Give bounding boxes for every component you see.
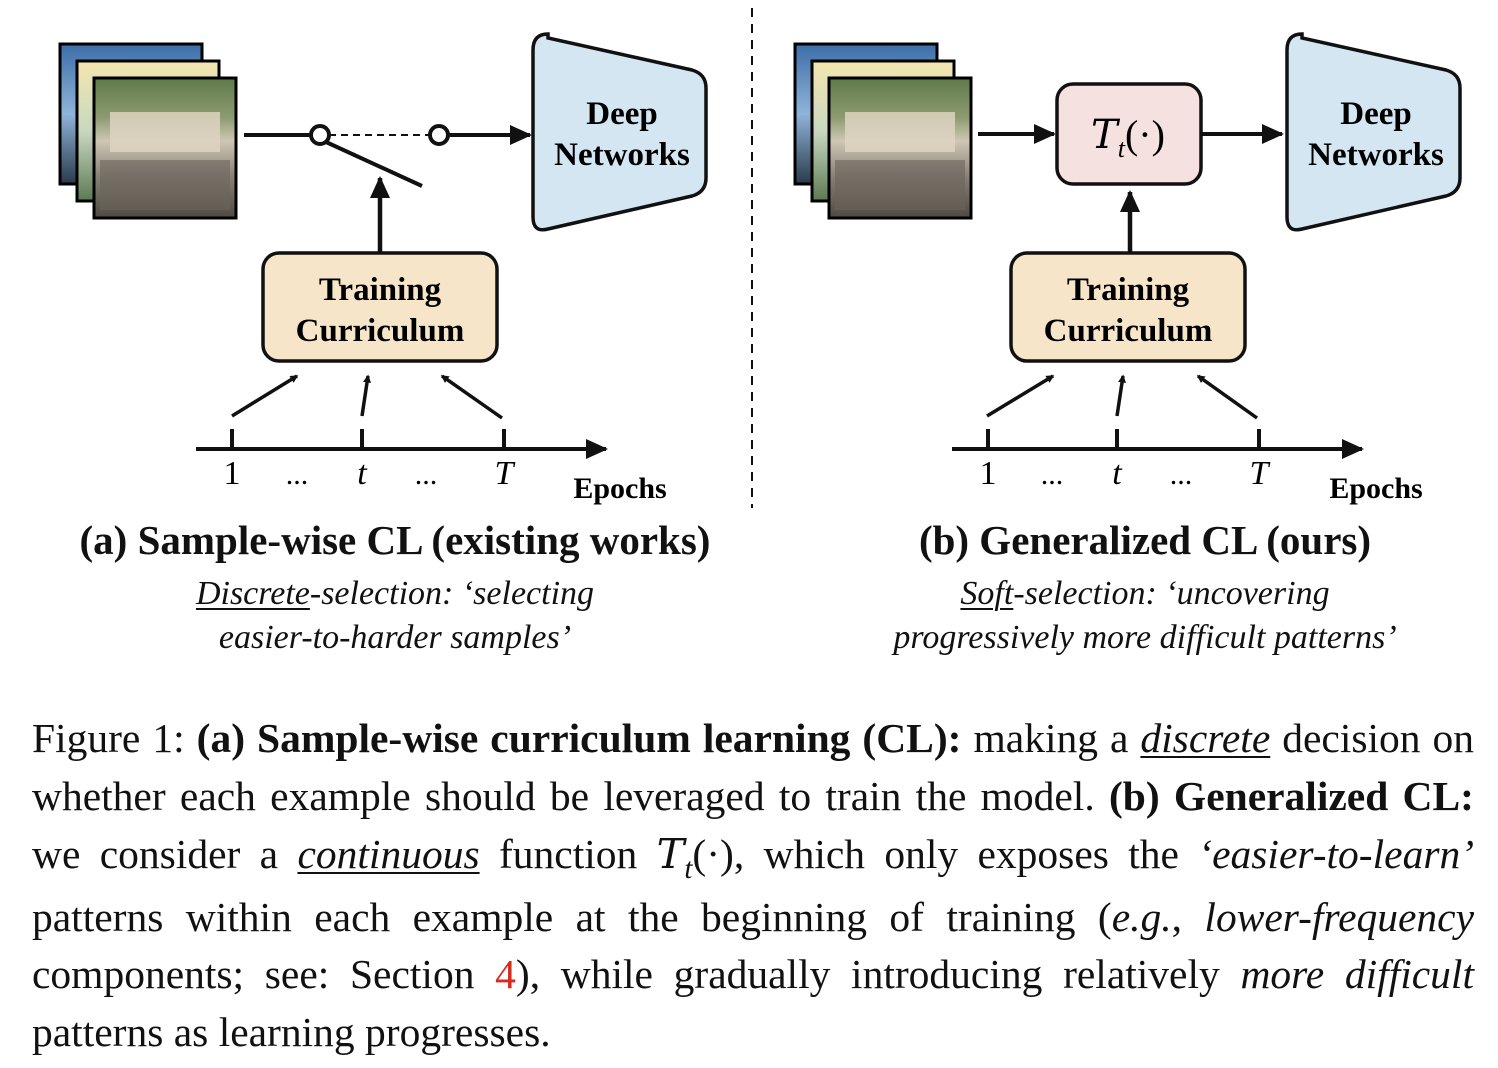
caption-transform-arg: (·) [692,831,734,877]
training-curriculum-box-b: Training Curriculum [1009,251,1247,363]
caption-a-text2: decision on whether each example should … [32,715,1475,819]
epoch-arrows-a [231,374,504,420]
tick-label-b-2: ... [1041,458,1064,491]
deep-networks-box-b: Deep Networks [1285,32,1462,232]
caption-b-emphasis: continuous [297,831,480,877]
caption-transform: Tt(·) [656,829,734,885]
panel-b-sub-underlined: Soft [960,575,1014,612]
caption-b-text4: patterns within each example at the begi… [32,893,1112,940]
image-stack-b [793,42,973,220]
section-reference-link[interactable]: 4 [495,951,516,997]
caption-b-text1: we consider a [32,831,279,877]
deep-networks-box-a: Deep Networks [531,32,708,232]
tick-label-a-4: ... [415,458,438,491]
deep-networks-label-b-2: Networks [1308,137,1444,173]
transform-argument: (·) [1125,112,1165,157]
epoch-axis-b: 1 ... t ... T Epochs [952,429,1423,505]
caption-a-heading: (a) Sample-wise curriculum learning (CL)… [196,715,962,761]
image-stack-a [58,42,238,220]
caption-b-text5: , [1171,893,1183,940]
curriculum-label-b: Curriculum [1044,313,1213,349]
panel-a-title: (a) Sample-wise CL (existing works) [79,517,711,563]
transform-symbol: T [1091,112,1121,158]
caption-a-text1: making a [973,715,1129,761]
training-label-b: Training [1067,272,1190,308]
panel-a-subtitle: Discrete-selection: ‘selecting easier-to… [40,572,750,660]
axis-label-b: Epochs [1329,472,1422,505]
figure-label: Figure 1: [32,715,185,761]
epoch-axis-a: 1 ... t ... T Epochs [196,429,667,505]
tick-label-a-1: 1 [224,455,241,492]
tick-label-b-4: ... [1170,458,1193,491]
caption-b-ital2: lower-frequency [1204,893,1475,940]
panel-b-title: (b) Generalized CL (ours) [918,517,1372,563]
deep-networks-label-b-1: Deep [1340,96,1411,132]
caption-b-text8: patterns as learning progresses. [32,1008,551,1055]
switch-a [244,124,532,188]
figure-caption: Figure 1: (a) Sample-wise curriculum lea… [32,710,1474,1061]
caption-b-text7: ), while gradually introducing relativel… [515,951,1220,997]
panel-a-sub-line1: -selection: ‘selecting [309,575,595,612]
caption-b-text2: function [498,831,638,877]
caption-b-text6: components; see: Section [32,951,475,997]
transform-subscript: t [1118,134,1126,163]
caption-eg: e.g. [1111,893,1172,940]
transform-box: Tt(·) [1055,82,1203,186]
curriculum-label-a: Curriculum [296,313,465,349]
panel-b-sub-line1: -selection: ‘uncovering [1013,575,1330,612]
tick-label-a-2: ... [286,458,309,491]
tick-label-b-5: T [1250,455,1271,492]
caption-b-ital1: ‘easier-to-learn’ [1198,831,1475,877]
panel-a-sub-line2: easier-to-harder samples’ [218,619,572,656]
caption-a-emphasis: discrete [1140,715,1271,761]
tick-label-a-3: t [357,455,368,492]
caption-b-text3: , which only exposes the [733,831,1179,877]
caption-transform-symbol: T [656,829,685,878]
panel-a-sub-underlined: Discrete [195,575,310,612]
training-label-a: Training [319,272,442,308]
epoch-arrows-b [986,374,1259,420]
tick-label-b-3: t [1112,455,1123,492]
deep-networks-label-a-1: Deep [586,96,657,132]
deep-networks-label-a-2: Networks [554,137,690,173]
panel-b-sub-line2: progressively more difficult patterns’ [893,619,1397,656]
tick-label-a-5: T [495,455,516,492]
caption-transform-subscript: t [684,853,693,886]
figure-diagram: Deep Networks Training Curriculum 1 ... … [58,8,1462,508]
training-curriculum-box-a: Training Curriculum [261,251,499,363]
caption-b-ital3: more difficult [1240,951,1474,997]
panel-b-subtitle: Soft-selection: ‘uncovering progressivel… [790,572,1498,660]
svg-text:Tt(·): Tt(·) [1091,112,1165,163]
axis-label-a: Epochs [573,472,666,505]
tick-label-b-1: 1 [980,455,997,492]
caption-b-heading: (b) Generalized CL: [1108,772,1474,819]
